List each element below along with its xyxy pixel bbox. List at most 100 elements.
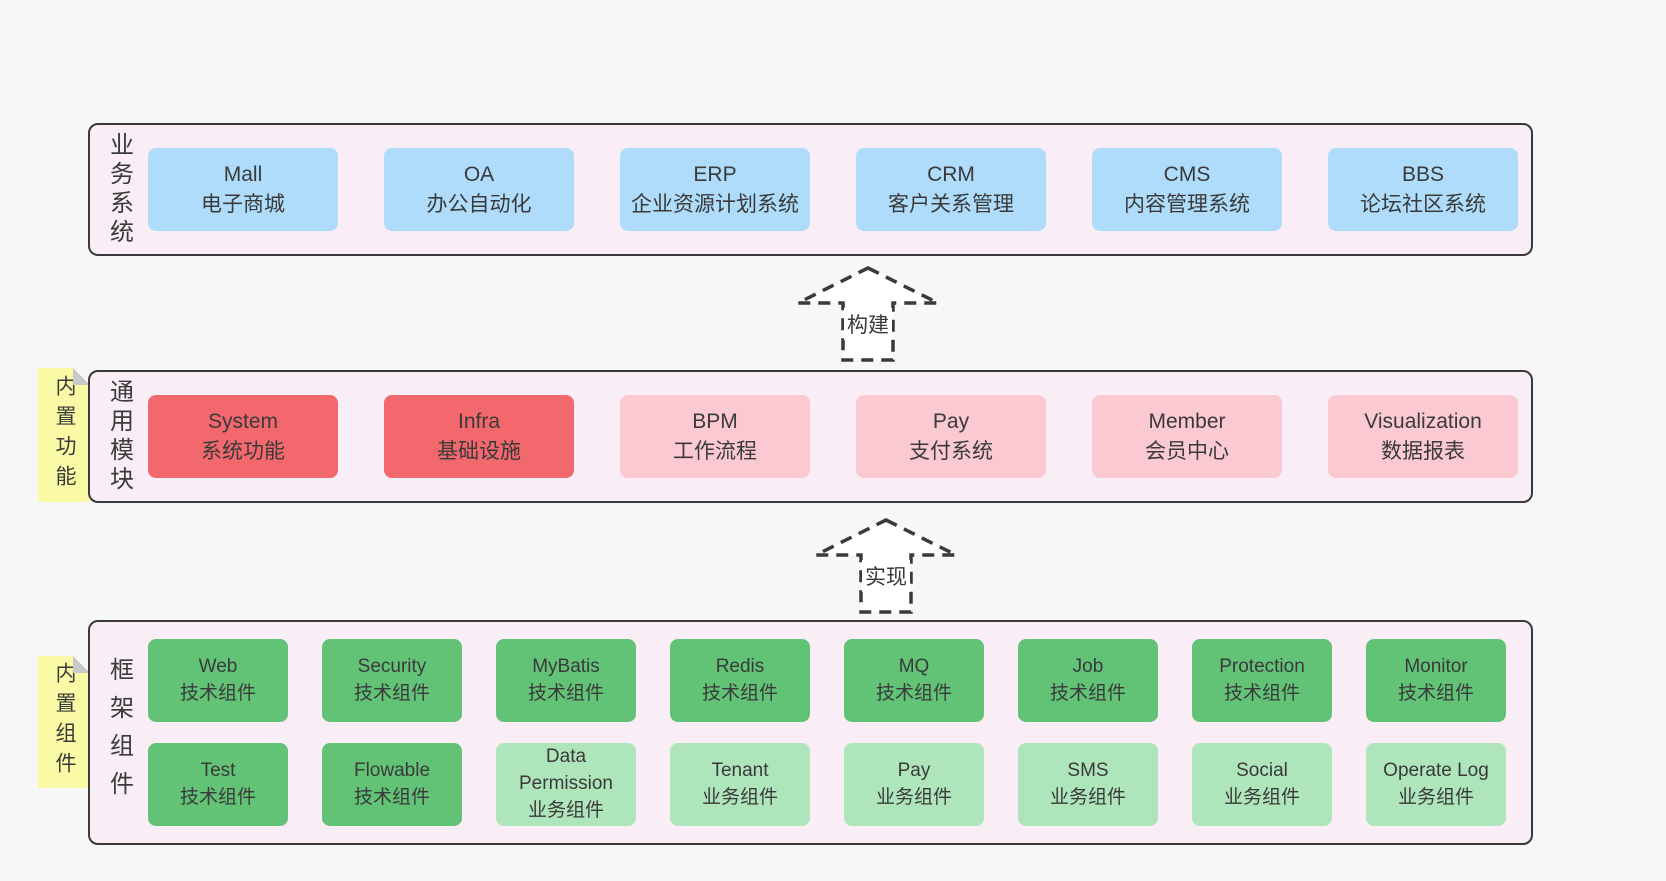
box-name: Job — [1072, 655, 1104, 677]
box-tenant: Tenant 业务组件 — [670, 743, 810, 826]
box-redis: Redis 技术组件 — [670, 639, 810, 722]
box-desc: 技术组件 — [1397, 682, 1474, 704]
box-flowable: Flowable 技术组件 — [322, 743, 462, 826]
box-web: Web 技术组件 — [148, 639, 288, 722]
common-modules-row: System 系统功能 Infra 基础设施 BPM 工作流程 Pay 支付系统… — [148, 395, 1531, 478]
box-pay-component: Pay 业务组件 — [844, 743, 984, 826]
framework-row-1: Web 技术组件 Security 技术组件 MyBatis 技术组件 Redi… — [148, 639, 1531, 722]
box-name: Protection — [1219, 655, 1305, 677]
box-name: CMS — [1163, 162, 1211, 186]
common-modules-label: 通用模块 — [105, 378, 133, 495]
box-desc: 业务组件 — [875, 786, 952, 808]
box-monitor: Monitor 技术组件 — [1366, 639, 1506, 722]
box-mq: MQ 技术组件 — [844, 639, 984, 722]
box-desc: 业务组件 — [1223, 786, 1300, 808]
box-name: Pay — [897, 759, 931, 781]
box-bpm: BPM 工作流程 — [620, 395, 810, 478]
box-desc: 技术组件 — [353, 786, 430, 808]
box-desc: 技术组件 — [701, 682, 778, 704]
box-oa: OA 办公自动化 — [384, 148, 574, 231]
box-job: Job 技术组件 — [1018, 639, 1158, 722]
box-name: Redis — [715, 655, 765, 677]
framework-components-label: 框架组件 — [105, 656, 133, 809]
box-desc: 技术组件 — [875, 682, 952, 704]
box-desc: 数据报表 — [1381, 439, 1465, 463]
box-member: Member 会员中心 — [1092, 395, 1282, 478]
sticky-note-builtin-components: 内置组件 — [38, 656, 90, 788]
box-mall: Mall 电子商城 — [148, 148, 338, 231]
box-desc: 支付系统 — [909, 439, 993, 463]
box-desc: 办公自动化 — [426, 192, 532, 216]
box-name: Security — [357, 655, 427, 677]
framework-row-2: Test 技术组件 Flowable 技术组件 Data Permission … — [148, 743, 1531, 826]
box-desc: 技术组件 — [1049, 682, 1126, 704]
box-erp: ERP 企业资源计划系统 — [620, 148, 810, 231]
box-name: Member — [1148, 409, 1226, 433]
box-name: Social — [1236, 759, 1288, 781]
arrow-implement-label: 实现 — [862, 559, 910, 592]
box-test: Test 技术组件 — [148, 743, 288, 826]
box-crm: CRM 客户关系管理 — [856, 148, 1046, 231]
box-security: Security 技术组件 — [322, 639, 462, 722]
box-name: MQ — [898, 655, 930, 677]
section-common-modules: 通用模块 System 系统功能 Infra 基础设施 BPM 工作流程 Pay… — [88, 370, 1533, 503]
box-desc: 内容管理系统 — [1124, 192, 1250, 216]
box-name: Mall — [223, 162, 263, 186]
box-protection: Protection 技术组件 — [1192, 639, 1332, 722]
box-name: Flowable — [353, 759, 431, 781]
box-desc: 业务组件 — [701, 786, 778, 808]
box-desc: 技术组件 — [179, 682, 256, 704]
box-desc: 基础设施 — [437, 439, 521, 463]
box-desc: 客户关系管理 — [888, 192, 1014, 216]
box-pay-module: Pay 支付系统 — [856, 395, 1046, 478]
sticky-note-builtin-features: 内置功能 — [38, 368, 90, 502]
box-sms: SMS 业务组件 — [1018, 743, 1158, 826]
box-social: Social 业务组件 — [1192, 743, 1332, 826]
box-name: BPM — [692, 409, 738, 433]
box-desc: 系统功能 — [201, 439, 285, 463]
box-cms: CMS 内容管理系统 — [1092, 148, 1282, 231]
box-mybatis: MyBatis 技术组件 — [496, 639, 636, 722]
box-name: Infra — [457, 409, 501, 433]
box-data-permission: Data Permission 业务组件 — [496, 743, 636, 826]
box-desc: 论坛社区系统 — [1360, 192, 1486, 216]
box-name: Operate Log — [1383, 759, 1489, 781]
box-desc: 业务组件 — [527, 799, 604, 821]
box-desc: 会员中心 — [1145, 439, 1229, 463]
box-desc: 业务组件 — [1397, 786, 1474, 808]
box-bbs: BBS 论坛社区系统 — [1328, 148, 1518, 231]
box-desc: 技术组件 — [179, 786, 256, 808]
box-name: Tenant — [711, 759, 769, 781]
arrow-build: 构建 — [795, 266, 941, 362]
box-desc: 业务组件 — [1049, 786, 1126, 808]
box-visualization: Visualization 数据报表 — [1328, 395, 1518, 478]
box-name: Web — [198, 655, 238, 677]
box-name: CRM — [927, 162, 975, 186]
box-system: System 系统功能 — [148, 395, 338, 478]
box-name: Pay — [932, 409, 970, 433]
box-name: Monitor — [1404, 655, 1468, 677]
box-name: MyBatis — [532, 655, 600, 677]
box-name: BBS — [1401, 162, 1445, 186]
box-name: ERP — [693, 162, 737, 186]
box-desc: 技术组件 — [527, 682, 604, 704]
section-business-systems: 业务系统 Mall 电子商城 OA 办公自动化 ERP 企业资源计划系统 CRM… — [88, 123, 1533, 256]
box-desc: 工作流程 — [673, 439, 757, 463]
box-name: System — [207, 409, 278, 433]
business-systems-row: Mall 电子商城 OA 办公自动化 ERP 企业资源计划系统 CRM 客户关系… — [148, 148, 1531, 231]
box-desc: 技术组件 — [1223, 682, 1300, 704]
box-name: Test — [200, 759, 236, 781]
box-name: Data Permission — [519, 746, 613, 795]
box-desc: 技术组件 — [353, 682, 430, 704]
box-operate-log: Operate Log 业务组件 — [1366, 743, 1506, 826]
box-desc: 企业资源计划系统 — [631, 192, 799, 216]
box-name: SMS — [1067, 759, 1109, 781]
arrow-implement: 实现 — [813, 518, 959, 614]
box-infra: Infra 基础设施 — [384, 395, 574, 478]
box-name: OA — [463, 162, 495, 186]
arrow-build-label: 构建 — [844, 307, 892, 340]
box-desc: 电子商城 — [201, 192, 285, 216]
business-systems-label: 业务系统 — [105, 131, 133, 248]
box-name: Visualization — [1364, 409, 1482, 433]
section-framework-components: 框架组件 Web 技术组件 Security 技术组件 MyBatis 技术组件… — [88, 620, 1533, 845]
